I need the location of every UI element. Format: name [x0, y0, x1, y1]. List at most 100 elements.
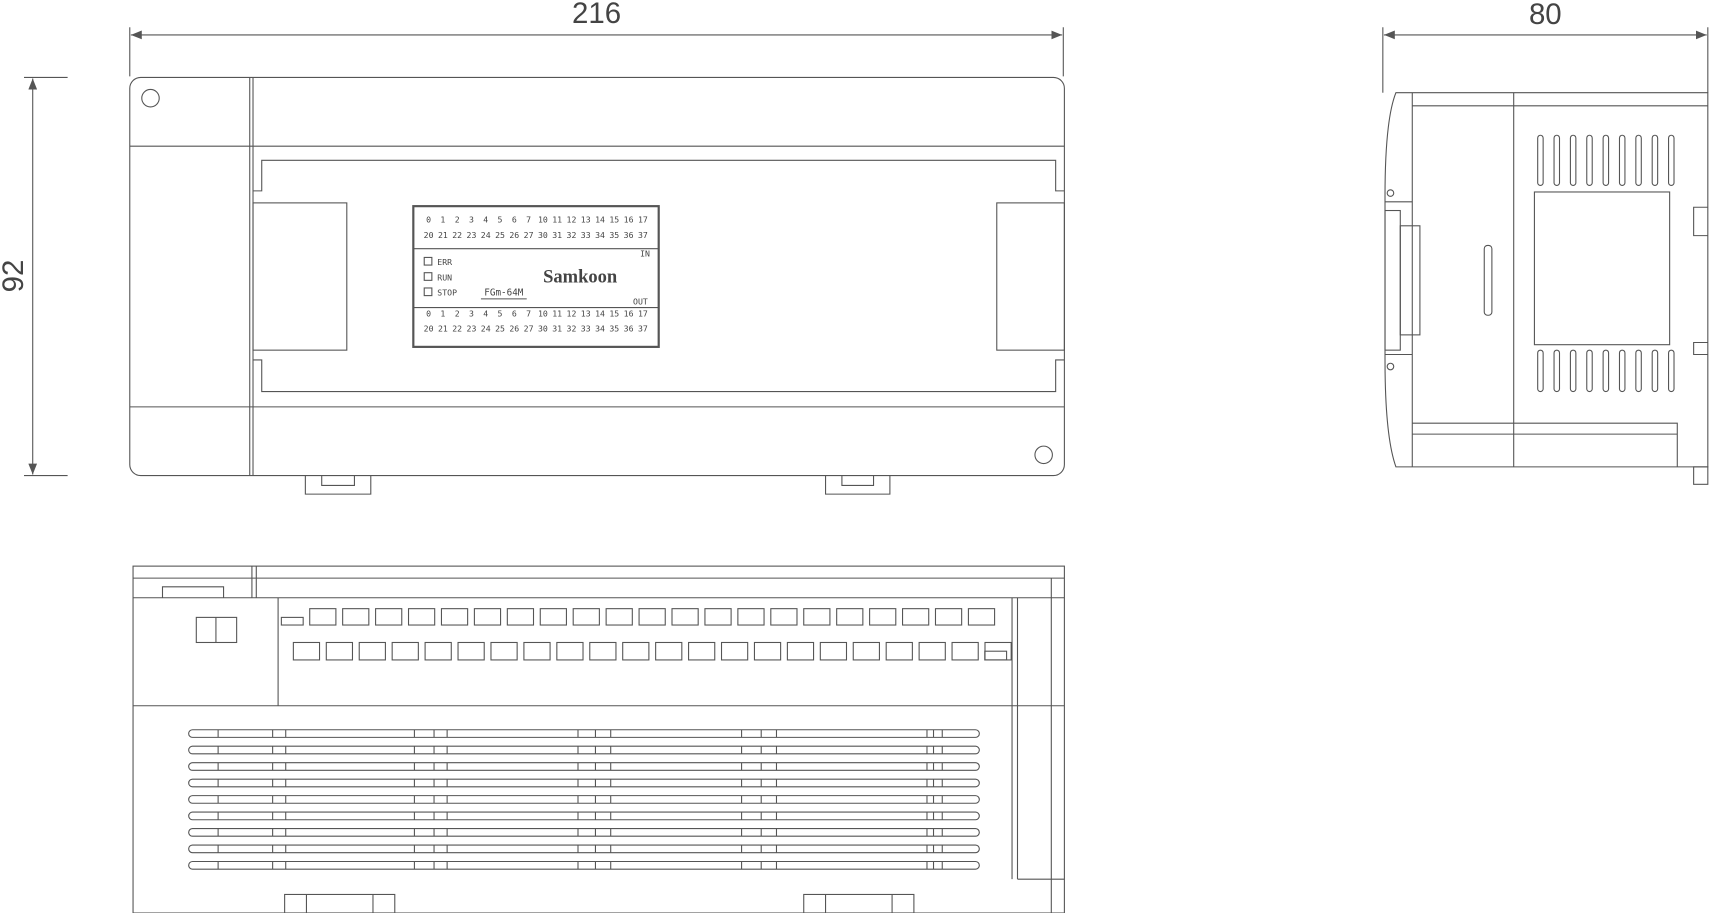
terminal-screw [292, 641, 321, 661]
io-number: 10 [538, 308, 548, 318]
io-number: 20 [424, 230, 434, 240]
vent-slot [188, 745, 980, 755]
io-number: 27 [524, 230, 534, 240]
terminal-screw [391, 641, 419, 661]
vent-slot [1537, 349, 1544, 393]
io-number: 26 [509, 324, 519, 334]
terminal-screw [902, 608, 930, 626]
io-number: 13 [581, 308, 591, 318]
io-number: 6 [512, 215, 517, 225]
top-view [132, 565, 1065, 913]
io-number: 14 [595, 308, 605, 318]
terminal-screw [556, 641, 584, 661]
io-number: 3 [469, 215, 474, 225]
vent-slot [1602, 349, 1610, 393]
io-number: 16 [624, 308, 634, 318]
terminal-screw [309, 608, 337, 626]
vent-slot [188, 762, 980, 771]
terminal-screw [655, 641, 683, 661]
vent-slot [1569, 349, 1577, 393]
vent-slot [188, 795, 980, 804]
terminal-screw [951, 641, 979, 661]
io-number: 11 [552, 215, 562, 225]
terminal-screw [803, 608, 831, 626]
terminal-screw [934, 608, 963, 626]
io-number: 27 [524, 324, 534, 334]
io-number: 23 [467, 230, 477, 240]
terminal-screw [770, 608, 798, 626]
height-label: 92 [0, 260, 30, 293]
io-number: 21 [438, 324, 448, 334]
terminal-screw [358, 641, 386, 661]
depth-label: 80 [1529, 0, 1562, 31]
io-number: 24 [481, 230, 491, 240]
model-label: FGm-64M [484, 288, 523, 299]
io-number: 23 [467, 324, 477, 334]
vent-slot [1668, 134, 1675, 186]
dimension-width: 216 [129, 0, 1064, 77]
io-number: 35 [609, 230, 619, 240]
terminal-screw [638, 608, 666, 626]
vent-slot [1618, 134, 1626, 186]
terminal-screw [852, 641, 880, 661]
terminal-screw [440, 608, 469, 626]
io-number: 2 [455, 308, 460, 318]
terminal-screw [407, 608, 436, 626]
io-number: 15 [609, 308, 619, 318]
io-number: 37 [638, 230, 648, 240]
vent-slot [1586, 134, 1593, 186]
io-number: 31 [552, 230, 562, 240]
io-number: 14 [595, 215, 605, 225]
vent-slot [1553, 349, 1561, 393]
io-number: 22 [452, 230, 462, 240]
terminal-screw [622, 641, 650, 661]
io-number: 0 [426, 308, 431, 318]
io-number: 4 [483, 215, 488, 225]
io-number: 7 [526, 215, 531, 225]
terminal-screw [572, 608, 600, 626]
terminal-screw [342, 608, 370, 626]
io-number: 20 [424, 324, 434, 334]
terminal-screw [605, 608, 633, 626]
vent-slot [1668, 349, 1675, 393]
terminal-screw [885, 641, 913, 661]
io-number: 1 [440, 215, 445, 225]
io-number: 30 [538, 230, 548, 240]
width-label: 216 [572, 0, 621, 30]
terminal-screw [375, 608, 403, 626]
io-number: 5 [498, 215, 503, 225]
io-number: 4 [483, 308, 488, 318]
vent-slot [1651, 134, 1659, 186]
vent-slot [1586, 349, 1593, 393]
io-number: 24 [481, 324, 491, 334]
vent-slot [1569, 134, 1577, 186]
terminal-screw [704, 608, 732, 626]
vent-slot [188, 811, 980, 821]
io-number: 33 [581, 230, 591, 240]
vent-slot [188, 729, 980, 738]
vent-slot [1651, 349, 1659, 393]
vent-slot [1553, 134, 1561, 186]
terminal-screw [688, 641, 716, 661]
io-number: 30 [538, 324, 548, 334]
vent-slot [1602, 134, 1610, 186]
vent-slot [1537, 134, 1544, 186]
terminal-screw [786, 641, 815, 661]
io-number: 3 [469, 308, 474, 318]
io-number: 6 [512, 308, 517, 318]
terminal-screw [737, 608, 765, 626]
io-number: 32 [567, 230, 577, 240]
io-number: 17 [638, 215, 648, 225]
vent-slot [188, 778, 980, 788]
io-number: 13 [581, 215, 591, 225]
brand-logo: Samkoon [543, 267, 618, 288]
terminal-screw [490, 641, 518, 661]
io-number: 15 [609, 215, 619, 225]
io-number: 35 [609, 324, 619, 334]
io-number: 25 [495, 230, 505, 240]
io-number: 5 [498, 308, 503, 318]
io-number: 36 [624, 324, 634, 334]
terminal-screw [523, 641, 551, 661]
terminal-screw [819, 641, 848, 661]
